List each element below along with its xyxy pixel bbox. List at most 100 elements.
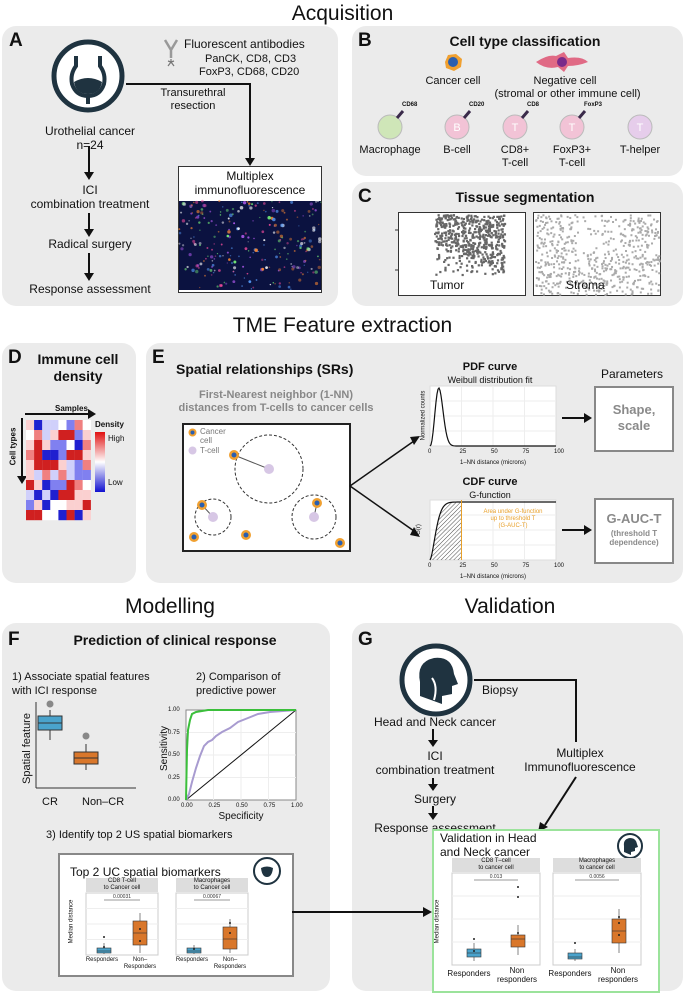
panel-a-letter: A [9,30,23,51]
tumor-pixel [456,239,459,242]
stroma-pixel [552,282,555,285]
stroma-pixel [575,283,578,286]
tumor-pixel [501,235,504,238]
if-speckle [222,206,224,208]
tumor-pixel [471,233,475,236]
tumor-pixel [488,229,492,233]
cdf-xlabel: 1–NN distance (microns) [459,574,527,580]
stroma-pixel [547,282,550,285]
stroma-pixel [635,269,638,272]
pdf-xtick: 75 [522,449,530,455]
stroma-pixel [548,291,551,294]
stroma-pixel [657,262,660,265]
stroma-pixel [562,257,565,260]
heatmap-cell [50,440,59,451]
stroma-pixel [562,261,565,264]
if-speckle [239,205,244,210]
f-mini-2-plot: 0.00067 [175,892,249,956]
stroma-pixel [563,249,566,252]
tumor-pixel [468,242,471,245]
stroma-pixel [596,256,599,259]
stroma-pixel [542,242,545,245]
tumor-pixel [484,251,487,254]
tumor-pixel [469,253,472,256]
stroma-pixel [560,236,563,239]
if-speckle [278,285,281,288]
outlier [82,732,90,740]
stroma-pixel [642,221,645,224]
stroma-pixel [631,239,634,242]
if-speckle [290,288,292,290]
treatment-label-2: combination treatment [30,197,150,211]
stroma-pixel [559,225,562,228]
stroma-pixel [637,245,640,248]
if-speckle [278,282,282,285]
tumor-pixel [496,248,499,251]
tumor-pixel [453,239,456,242]
data-point [103,946,105,948]
hn-treatment-1: ICI [427,749,443,763]
tumor-pixel [491,273,494,276]
stroma-pixel [630,229,633,232]
tumor-pixel [495,234,498,238]
antibody-title: Fluorescent antibodies [184,37,305,51]
tumor-pixel [487,219,490,222]
stroma-pixel [656,258,659,261]
box [222,926,238,950]
tumor-pixel [497,270,501,273]
if-speckle [189,206,192,208]
tumor-pixel [496,253,500,256]
tumor-pixel [483,258,486,261]
pdf-title: PDF curve [462,361,518,373]
if-speckle [290,200,294,204]
tumor-pixel [488,244,491,247]
tumor-pixel [457,222,460,225]
if-speckle [310,267,313,271]
stroma-pixel [538,266,541,269]
tumor-pixel [444,259,447,262]
param-shape-line-2: scale [617,418,651,433]
tumor-pixel [491,261,494,264]
if-speckle [317,265,321,270]
cdf-annotation-1: Area under G-function [483,509,543,515]
stroma-pixel [574,270,577,273]
stroma-pixel [647,234,650,237]
tumor-pixel [461,220,464,223]
density-legend-bar [95,432,105,492]
tumor-pixel [496,215,499,218]
tumor-pixel [479,234,482,237]
tumor-pixel [461,224,464,227]
heatmap-cell [66,430,75,441]
if-speckle [303,236,307,240]
stroma-pixel [603,280,606,283]
stroma-pixel [593,289,596,292]
tumor-pixel [442,215,446,218]
if-speckle [213,243,215,245]
stroma-pixel [604,293,607,296]
tumor-pixel [478,222,481,226]
heatmap-cell [58,460,67,471]
tumor-pixel [486,223,489,226]
outlier [46,700,54,708]
stroma-pixel [576,220,579,223]
tumor-pixel [456,227,460,230]
if-speckle [200,211,204,215]
if-speckle [290,263,293,265]
tumor-pixel [495,220,499,224]
if-speckle [198,286,201,289]
if-speckle [228,220,231,223]
tumor-pixel [467,214,470,217]
tumor-pixel [498,217,501,221]
stroma-pixel [614,218,617,221]
tumor-pixel [485,230,488,234]
if-speckle [216,252,219,255]
tumor-pixel [454,220,458,223]
stroma-pixel [595,293,598,296]
stroma-pixel [587,227,590,230]
tumor-pixel [466,217,469,220]
stroma-pixel [602,282,605,285]
stroma-pixel [618,278,621,281]
stroma-pixel [624,267,627,270]
stroma-pixel [564,249,567,252]
if-speckle [244,247,248,251]
